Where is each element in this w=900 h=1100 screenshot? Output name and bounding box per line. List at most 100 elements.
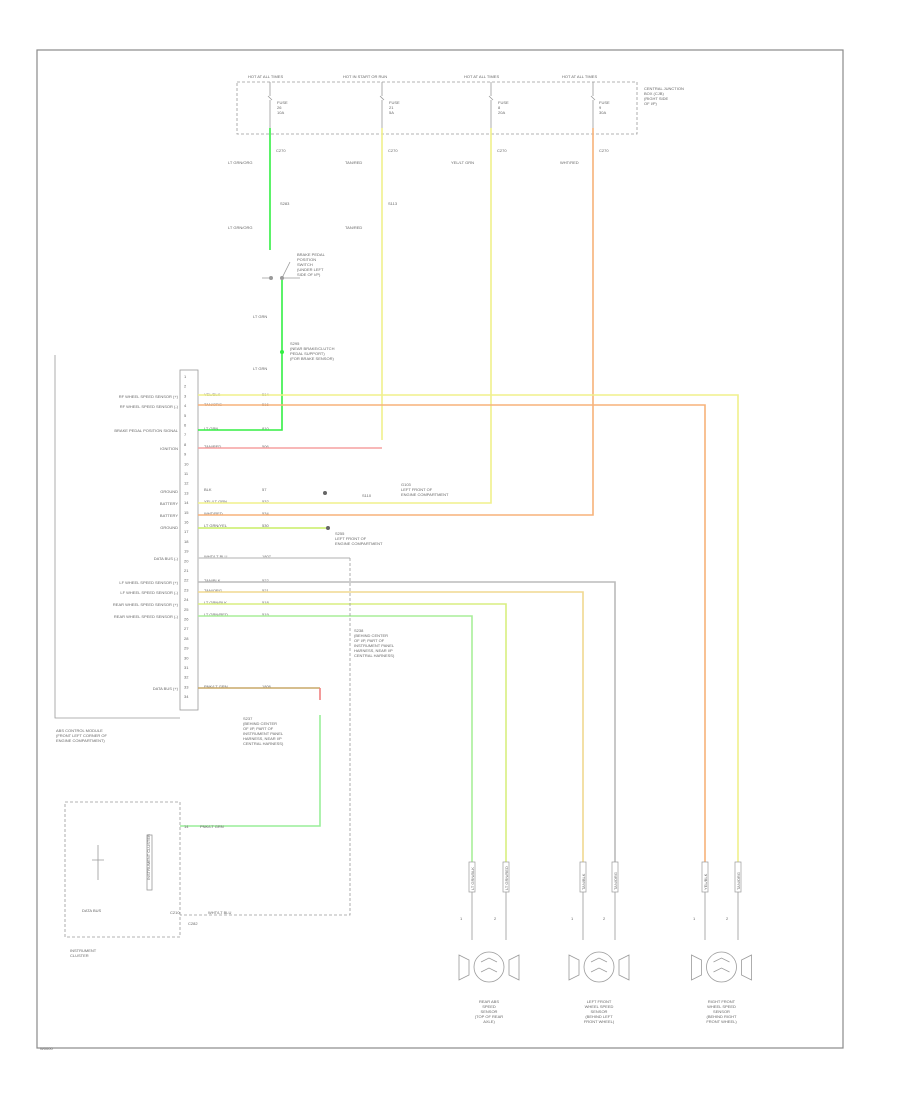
abs-circuit-number: 1807 xyxy=(262,554,272,559)
svg-text:WHT/LT BLU: WHT/LT BLU xyxy=(208,910,232,915)
sensor-name-line: SPEED xyxy=(482,1004,496,1009)
abs-wire-color: PNK/LT GRN xyxy=(204,684,228,689)
wire-tan-red-2: TAN/RED xyxy=(345,225,362,230)
svg-text:POSITION: POSITION xyxy=(297,257,316,262)
abs-pin-list: 1234567891011121314151617181920212223242… xyxy=(184,374,189,699)
sensor-name-line: SENSOR xyxy=(481,1009,498,1014)
splice-s237: S237 (BEHIND CENTER OF I/P, PART OF INST… xyxy=(243,716,284,746)
abs-wire-color: LT GRN/YEL xyxy=(204,523,228,528)
svg-text:ENGINE COMPARTMENT: ENGINE COMPARTMENT xyxy=(335,541,383,546)
abs-circuit-number: 810 xyxy=(262,426,269,431)
abs-wire-color: YEL/LT GRN xyxy=(204,499,227,504)
svg-text:9: 9 xyxy=(599,105,602,110)
fuse-26: HOT AT ALL TIMES FUSE 26 10A C270 LT GRN… xyxy=(228,74,288,165)
abs-pin-5: 5 xyxy=(184,413,187,418)
abs-pin-23: 23 xyxy=(184,587,189,592)
splice-s283: S283 xyxy=(280,201,290,206)
svg-text:YEL/LT GRN: YEL/LT GRN xyxy=(451,160,474,165)
abs-signal-label: LF WHEEL SPEED SENSOR (-) xyxy=(120,590,178,595)
sensor-name-line: SENSOR xyxy=(713,1009,730,1014)
svg-text:DATA BUS: DATA BUS xyxy=(82,908,102,913)
svg-text:SWITCH: SWITCH xyxy=(297,262,313,267)
svg-text:WHT/RED: WHT/RED xyxy=(560,160,579,165)
figure-id: W0000 xyxy=(40,1046,53,1051)
sensor-name-line: (BEHIND LEFT xyxy=(585,1014,613,1019)
sensor-wire-label: YEL/BLK xyxy=(703,873,708,890)
abs-pin-22: 22 xyxy=(184,578,189,583)
svg-text:C270: C270 xyxy=(599,148,609,153)
cjb-label-2: BOX (CJB) xyxy=(644,91,664,96)
svg-text:INSTRUMENT: INSTRUMENT xyxy=(70,948,97,953)
svg-text:CENTRAL HARNESS): CENTRAL HARNESS) xyxy=(243,741,284,746)
fuse-8: HOT AT ALL TIMES FUSE 8 20A C270 YEL/LT … xyxy=(451,74,509,165)
abs-wire-color: BLK xyxy=(204,487,212,492)
svg-text:CLUSTER: CLUSTER xyxy=(70,953,89,958)
svg-text:OF I/P, PART OF: OF I/P, PART OF xyxy=(354,638,385,643)
svg-text:(NEAR BRAKE/CLUTCH: (NEAR BRAKE/CLUTCH xyxy=(290,346,335,351)
sensor-body xyxy=(568,954,630,981)
svg-text:INSTRUMENT PANEL: INSTRUMENT PANEL xyxy=(243,731,284,736)
sensor-name-line: RIGHT FRONT xyxy=(708,999,736,1004)
svg-text:TAN/RED: TAN/RED xyxy=(345,160,362,165)
abs-module-bracket xyxy=(54,355,180,719)
sensor-coil-turns xyxy=(480,957,498,973)
svg-text:HOT AT ALL TIMES: HOT AT ALL TIMES xyxy=(562,74,597,79)
cjb-label-1: CENTRAL JUNCTION xyxy=(644,86,684,91)
abs-pin-3: 3 xyxy=(184,393,187,398)
svg-text:(BEHIND CENTER: (BEHIND CENTER xyxy=(354,633,388,638)
abs-pin-16: 16 xyxy=(184,520,189,525)
svg-text:SIDE OF I/P): SIDE OF I/P) xyxy=(297,272,321,277)
abs-circuit-number: 1806 xyxy=(262,684,272,689)
wires xyxy=(180,128,739,880)
sensor-name-line: REAR ABS xyxy=(479,999,499,1004)
sensor-name-line: LEFT FRONT xyxy=(587,999,612,1004)
svg-text:S110: S110 xyxy=(362,493,372,498)
abs-wire-color: TAN/RED xyxy=(204,444,221,449)
abs-wire-color: LT GRN xyxy=(204,426,218,431)
sensor-pin: 1 xyxy=(693,916,696,921)
svg-text:21: 21 xyxy=(389,105,394,110)
instrument-cluster: DATA BUS 14 PNK/LT GRN C210 WHT/LT BLU C… xyxy=(64,558,351,958)
sensor-coil-turns xyxy=(713,957,730,973)
svg-text:OF I/P, PART OF: OF I/P, PART OF xyxy=(243,726,274,731)
svg-text:FUSE: FUSE xyxy=(277,100,288,105)
sensor-body xyxy=(458,954,520,981)
abs-pin-24: 24 xyxy=(184,597,189,602)
cjb-label-4: OF I/P) xyxy=(644,101,658,106)
abs-circuit-number: 518 xyxy=(262,600,269,605)
abs-wire-color: LT GRN/BLK xyxy=(204,600,227,605)
abs-signal-label: REAR WHEEL SPEED SENSOR (-) xyxy=(114,614,179,619)
svg-text:LEFT FRONT OF: LEFT FRONT OF xyxy=(401,487,433,492)
svg-text:S295: S295 xyxy=(290,341,300,346)
svg-text:(FOR BRAKE SENSOR): (FOR BRAKE SENSOR) xyxy=(290,356,334,361)
svg-text:8: 8 xyxy=(498,105,501,110)
sensor-pin: 2 xyxy=(603,916,606,921)
abs-circuit-number: 522 xyxy=(262,578,269,583)
fuse-9: HOT AT ALL TIMES FUSE 9 30A C270 WHT/RED xyxy=(560,74,610,165)
svg-text:HOT AT ALL TIMES: HOT AT ALL TIMES xyxy=(248,74,283,79)
abs-pin-34: 34 xyxy=(184,694,189,699)
abs-pin-2: 2 xyxy=(184,384,187,389)
sensor-name-line: FRONT WHEEL) xyxy=(584,1019,615,1024)
abs-signal-label: DATA BUS (-) xyxy=(154,556,179,561)
abs-pin-17: 17 xyxy=(184,529,189,534)
svg-text:PEDAL SUPPORT): PEDAL SUPPORT) xyxy=(290,351,325,356)
sensor-coil-icon xyxy=(583,951,615,983)
svg-text:LEFT FRONT OF: LEFT FRONT OF xyxy=(335,536,367,541)
svg-text:HARNESS, NEAR I/P: HARNESS, NEAR I/P xyxy=(354,648,393,653)
abs-pin-8: 8 xyxy=(184,442,187,447)
svg-text:10A: 10A xyxy=(277,110,284,115)
abs-wire-color: WHT/LT BLU xyxy=(204,554,228,559)
sensor-name-line: WHEEL SPEED xyxy=(585,1004,614,1009)
abs-pin-33: 33 xyxy=(184,684,189,689)
svg-text:HARNESS, NEAR I/P: HARNESS, NEAR I/P xyxy=(243,736,282,741)
abs-pin-30: 30 xyxy=(184,655,189,660)
splice-s295: S295 (NEAR BRAKE/CLUTCH PEDAL SUPPORT) (… xyxy=(280,341,335,361)
abs-pin-31: 31 xyxy=(184,665,189,670)
svg-text:30A: 30A xyxy=(599,110,606,115)
abs-pin-18: 18 xyxy=(184,539,189,544)
svg-text:(UNDER LEFT: (UNDER LEFT xyxy=(297,267,324,272)
